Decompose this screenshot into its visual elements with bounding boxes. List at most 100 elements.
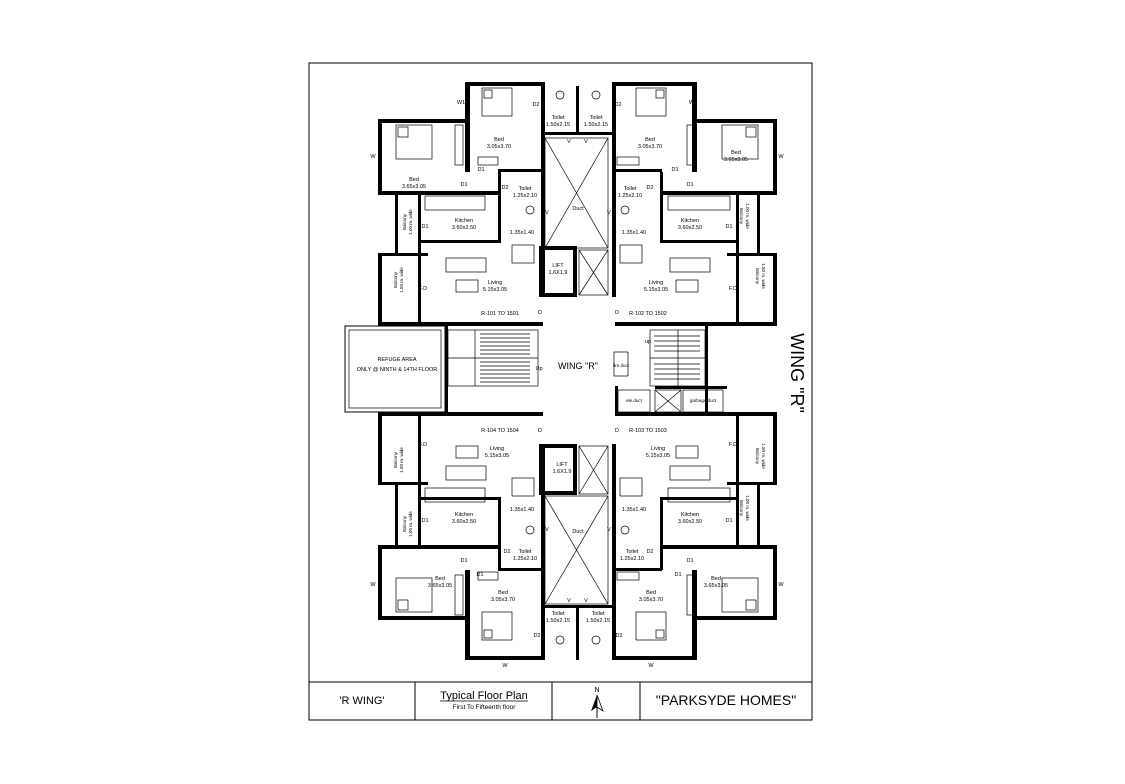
plan-label: D2 — [615, 633, 622, 639]
label-bed-dim: 3.05x3.70 — [638, 144, 662, 150]
label-toilet: Toilet — [590, 115, 603, 121]
label-living-dim: 5.15x3.05 — [483, 287, 507, 293]
label-balcony: Balcony — [755, 268, 760, 285]
label-living-dim: 5.15x3.05 — [644, 287, 668, 293]
labels-bottom: R-104 TO 1504 R-103 TO 1503 Living 5.15x… — [370, 428, 784, 669]
north-label: N — [594, 687, 599, 694]
unit-label-102: R-102 TO 1502 — [629, 311, 667, 317]
plan-label: W1 — [689, 100, 697, 106]
label-toilet-dim: 1.50x2.15 — [584, 122, 608, 128]
wing-r-label: WING "R" — [787, 333, 807, 413]
plan-label: V — [607, 527, 611, 533]
plan-label: Bed — [711, 576, 721, 582]
label-toilet: Toilet — [624, 186, 637, 192]
plan-label: 5.15x3.05 — [646, 453, 670, 459]
plan-label: V — [545, 210, 549, 216]
plan-label: 3.60x2.50 — [452, 519, 476, 525]
plan-label: 1.35x1.40 — [510, 507, 534, 513]
plan-label: 3.05x3.70 — [491, 597, 515, 603]
label-dining-dim: 1.35x1.40 — [510, 230, 534, 236]
plan-label: D1 — [725, 518, 732, 524]
sheet-border — [308, 62, 813, 721]
plan-label: 1.35x1.40 — [622, 507, 646, 513]
plan-label: W — [778, 582, 784, 588]
refuge-line1: REFUGE AREA — [377, 357, 416, 363]
north-arrow-icon — [591, 694, 604, 718]
plan-label: Toilet — [626, 549, 639, 555]
plan-label: D — [538, 428, 542, 434]
plan-label: 1.50x2.15 — [546, 618, 570, 624]
plan-label: Balcony — [402, 515, 407, 532]
label-toilet-dim: 1.25x2.10 — [513, 193, 537, 199]
plan-label: Bed — [435, 576, 445, 582]
title-plan: Typical Floor Plan — [440, 690, 527, 702]
label-lift-dim: 1.6X1.9 — [549, 270, 568, 276]
label-balcony-dim: 1.00 m. wide — [745, 203, 750, 229]
plan-label: W — [648, 663, 654, 669]
plan-label: D1 — [421, 518, 428, 524]
label-balcony-dim: 1.50 m. wide — [761, 263, 766, 289]
plan-label: 1.00 m. wide — [408, 511, 413, 537]
label-bed-dim: 3.65x3.05 — [724, 157, 748, 163]
plan-label: LIFT — [556, 462, 568, 468]
plan-label: 1.25x2.10 — [513, 556, 537, 562]
plan-label: Bed — [498, 590, 508, 596]
label-balcony: Balcony — [739, 208, 744, 225]
plan-label: F.D — [729, 442, 737, 448]
plan-label: up — [645, 339, 651, 345]
plan-label: V — [567, 139, 571, 145]
plan-label: D — [615, 310, 619, 316]
wing-center-label: WING "R" — [558, 361, 598, 371]
plan-label: D2 — [532, 102, 539, 108]
label-balcony: Balcony — [393, 271, 398, 288]
plan-label: Balcony — [755, 448, 760, 465]
plan-label: 1.00 m. wide — [745, 495, 750, 521]
plan-label: D1 — [421, 224, 428, 230]
plan-label: 1.6X1.9 — [553, 469, 572, 475]
plan-label: W — [502, 663, 508, 669]
plan-label: D1 — [476, 572, 483, 578]
plan-label: Toilet — [519, 549, 532, 555]
label-toilet: Toilet — [552, 115, 565, 121]
label-kitchen-dim: 3.60x2.50 — [452, 225, 476, 231]
plan-label: 1.50 m. wide — [761, 443, 766, 469]
title-plan-sub: First To Fifteenth floor — [453, 704, 517, 711]
unit-label-104: R-104 TO 1504 — [481, 428, 519, 434]
label-balcony-dim: 1.00 m. wide — [408, 209, 413, 235]
plan-label: Living — [651, 446, 665, 452]
plan-label: D2 — [503, 549, 510, 555]
plan-label: Toilet — [592, 611, 605, 617]
labels-middle: REFUGE AREA ONLY @ NINTH & 14TH FLOOR WI… — [357, 333, 807, 413]
plan-label: F.D — [419, 442, 427, 448]
title-wing: 'R WING' — [339, 695, 384, 707]
plan-label: 5.15x3.05 — [485, 453, 509, 459]
plan-label: V — [607, 210, 611, 216]
label-toilet-dim: 1.50x2.15 — [546, 122, 570, 128]
label-bed: Bed — [731, 150, 741, 156]
label-kitchen-dim: 3.60x2.50 — [678, 225, 702, 231]
plan-label: D2 — [533, 633, 540, 639]
plan-label: Duct — [572, 529, 584, 535]
plan-label: V — [567, 598, 571, 604]
plan-label: 1.25x2.10 — [620, 556, 644, 562]
title-block: 'R WING' Typical Floor Plan First To Fif… — [339, 687, 796, 718]
label-toilet: Toilet — [519, 186, 532, 192]
plan-label: 3.65x3.05 — [428, 583, 452, 589]
plan-label: D2 — [646, 549, 653, 555]
plan-label: W — [778, 154, 784, 160]
plan-label: D — [538, 310, 542, 316]
plan-label: fire duct — [613, 363, 630, 368]
label-kitchen: Kitchen — [681, 218, 699, 224]
plan-label: 3.05x3.70 — [639, 597, 663, 603]
label-dining-dim: 1.35x1.40 — [622, 230, 646, 236]
label-balcony: Balcony — [402, 213, 407, 230]
stair-core — [344, 325, 727, 416]
label-kitchen: Kitchen — [455, 218, 473, 224]
plan-label: V — [584, 139, 588, 145]
plan-label: D1 — [686, 558, 693, 564]
plan-label: Up — [535, 366, 542, 372]
plan-label: D1 — [725, 224, 732, 230]
labels-top: Bed 3.05x3.70 Bed 3.05x3.70 Bed 3.65x3.0… — [370, 100, 784, 317]
plan-label: Bed — [646, 590, 656, 596]
